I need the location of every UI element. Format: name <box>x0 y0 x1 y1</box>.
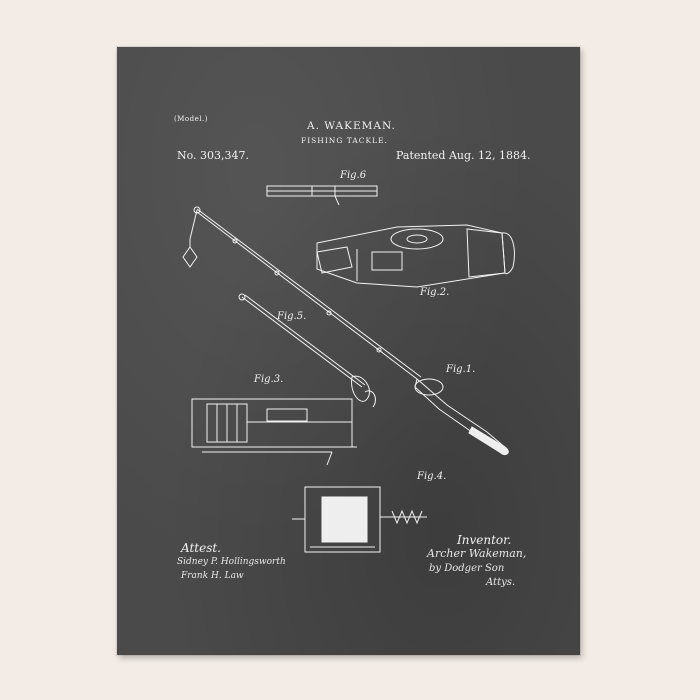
fig4-drawing <box>292 486 427 553</box>
attorney-signature: by Dodger Son <box>429 563 505 574</box>
patent-drawing <box>182 185 515 553</box>
fig6-label: Fig.6 <box>340 170 367 181</box>
fig5-drawing <box>238 293 376 408</box>
patent-title: FISHING TACKLE. <box>301 136 388 145</box>
witness-signature-1: Sidney P. Hollingsworth <box>177 557 286 567</box>
fig5-label: Fig.5. <box>277 311 307 322</box>
fig2-label: Fig.2. <box>420 287 450 298</box>
patent-number: No. 303,347. <box>177 149 250 162</box>
patent-date: Patented Aug. 12, 1884. <box>396 149 531 162</box>
inventor-label: Inventor. <box>457 533 512 547</box>
inventor-name: A. WAKEMAN. <box>307 120 396 132</box>
fig1-drawing <box>182 206 509 456</box>
fig3-drawing <box>191 398 357 466</box>
fig3-label: Fig.3. <box>254 374 284 385</box>
fig4-label: Fig.4. <box>417 471 447 482</box>
fig1-label: Fig.1. <box>446 364 476 375</box>
inventor-signature: Archer Wakeman, <box>427 547 527 560</box>
fig6-drawing <box>266 185 378 206</box>
attest-label: Attest. <box>181 541 221 555</box>
attorney-label: Attys. <box>486 577 516 588</box>
model-label: (Model.) <box>174 115 208 123</box>
fig2-drawing <box>316 224 515 288</box>
patent-poster: (Model.) A. WAKEMAN. FISHING TACKLE. No.… <box>117 47 580 655</box>
witness-signature-2: Frank H. Law <box>181 571 244 581</box>
